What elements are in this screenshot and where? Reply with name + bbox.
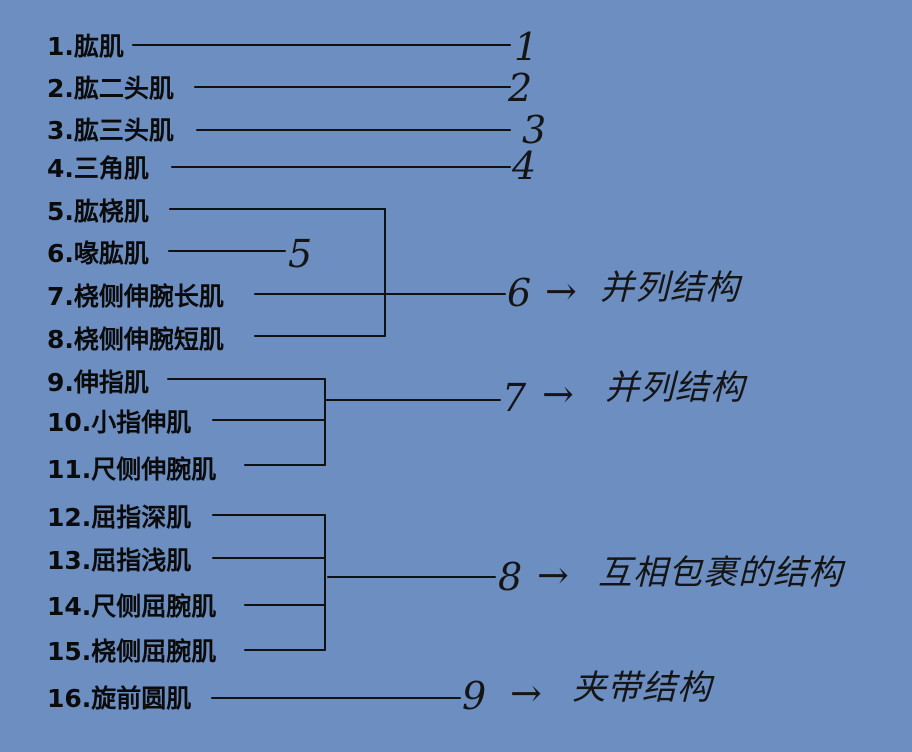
hw-number-8: 8	[498, 555, 523, 599]
muscle-label-15: 15.桡侧屈腕肌	[47, 637, 217, 666]
muscle-label-16: 16.旋前圆肌	[47, 684, 192, 713]
muscle-label-9: 9.伸指肌	[47, 368, 149, 397]
muscle-label-3: 3.肱三头肌	[47, 116, 174, 145]
arrow-icon-9: →	[510, 671, 542, 715]
hw-number-5: 5	[288, 232, 313, 276]
muscle-label-12: 12.屈指深肌	[47, 503, 192, 532]
hw-number-6: 6	[507, 271, 532, 315]
arrow-icon-7: →	[542, 372, 574, 416]
note-group-8: 互相包裹的结构	[598, 553, 843, 593]
muscle-label-7: 7.桡侧伸腕长肌	[47, 282, 224, 311]
note-group-9: 夹带结构	[572, 668, 712, 708]
muscle-label-14: 14.尺侧屈腕肌	[47, 592, 217, 621]
hw-number-4: 4	[512, 144, 537, 188]
hw-number-1: 1	[514, 25, 539, 69]
muscle-label-4: 4.三角肌	[47, 154, 149, 183]
hw-number-9: 9	[462, 674, 487, 718]
muscle-label-13: 13.屈指浅肌	[47, 546, 192, 575]
muscle-label-6: 6.喙肱肌	[47, 239, 149, 268]
note-group-7: 并列结构	[605, 368, 745, 408]
arrow-icon-6: →	[545, 269, 577, 313]
hw-number-2: 2	[508, 66, 533, 110]
hw-number-7: 7	[502, 376, 527, 420]
muscle-label-10: 10.小指伸肌	[47, 408, 192, 437]
muscle-label-2: 2.肱二头肌	[47, 74, 174, 103]
hw-number-3: 3	[522, 108, 547, 152]
muscle-label-1: 1.肱肌	[47, 32, 124, 61]
muscle-label-8: 8.桡侧伸腕短肌	[47, 325, 224, 354]
arrow-icon-8: →	[537, 553, 569, 597]
note-group-6: 并列结构	[600, 268, 740, 308]
muscle-label-5: 5.肱桡肌	[47, 197, 149, 226]
muscle-label-11: 11.尺侧伸腕肌	[47, 455, 217, 484]
